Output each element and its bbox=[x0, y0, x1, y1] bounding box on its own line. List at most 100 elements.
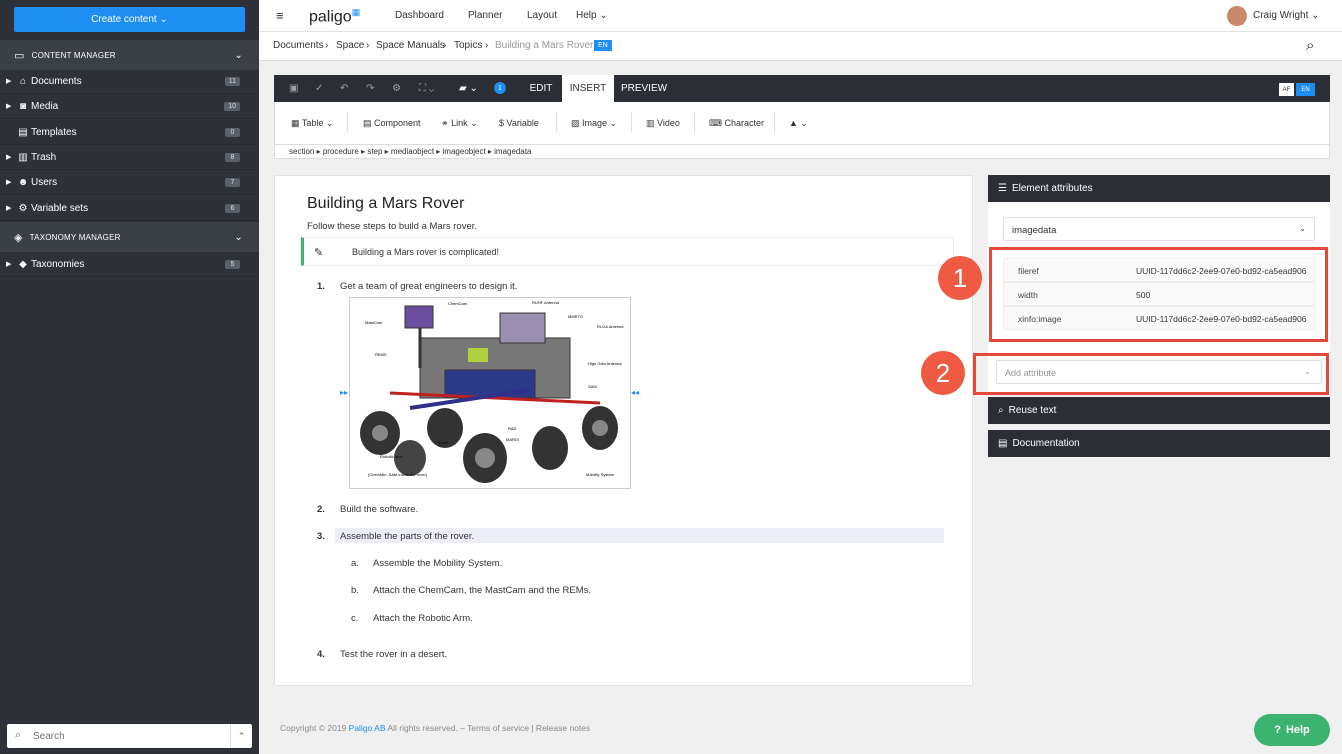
undo-icon[interactable]: ↶ bbox=[340, 83, 349, 94]
nav-help[interactable]: Help ⌄ bbox=[576, 10, 608, 21]
divider bbox=[556, 112, 557, 132]
footer-company-link[interactable]: Paligo AB bbox=[348, 723, 386, 733]
save-icon[interactable]: ▣ bbox=[289, 83, 299, 94]
warning-dropdown-button[interactable]: ▲ ⌄ bbox=[789, 118, 808, 128]
caret-right-icon: ▶ bbox=[6, 261, 12, 268]
document-title[interactable]: Building a Mars Rover bbox=[307, 195, 465, 212]
element-attributes-header[interactable]: ☰Element attributes bbox=[988, 175, 1330, 202]
path-item[interactable]: section bbox=[289, 147, 315, 156]
step-text[interactable]: Assemble the parts of the rover. bbox=[340, 531, 475, 542]
sidebar-item-label: Taxonomies bbox=[31, 258, 85, 270]
path-item[interactable]: imagedata bbox=[494, 147, 532, 156]
nav-layout[interactable]: Layout bbox=[527, 10, 558, 21]
sidebar-item-label: Users bbox=[31, 176, 58, 188]
step-text[interactable]: Build the software. bbox=[340, 504, 419, 515]
user-menu[interactable]: Craig Wright ⌄ bbox=[1253, 10, 1320, 21]
redo-icon[interactable]: ↷ bbox=[366, 83, 375, 94]
insert-component-label: Component bbox=[374, 118, 421, 128]
content-manager-header[interactable]: ▭ CONTENT MANAGER ⌄ bbox=[0, 40, 259, 70]
path-item[interactable]: mediaobject bbox=[390, 147, 435, 156]
breadcrumb-topics[interactable]: Topics bbox=[454, 40, 483, 51]
nav-dashboard[interactable]: Dashboard bbox=[395, 10, 444, 21]
film-icon: ▥ bbox=[646, 118, 655, 128]
count-badge: 11 bbox=[224, 76, 240, 86]
breadcrumb-space-manuals[interactable]: Space Manuals bbox=[376, 40, 445, 51]
element-select[interactable]: imagedata ⌄ bbox=[1003, 217, 1315, 241]
insert-character-button[interactable]: ⌨ Character bbox=[709, 118, 764, 129]
note-box[interactable]: ✎ Building a Mars rover is complicated! bbox=[301, 237, 954, 266]
avatar[interactable] bbox=[1227, 6, 1247, 26]
dollar-icon: $ bbox=[499, 118, 505, 128]
insert-component-button[interactable]: ▤ Component bbox=[363, 118, 421, 129]
comments-icon[interactable]: ▰ ⌄ bbox=[459, 83, 478, 94]
add-attribute-select[interactable]: Add attribute ⌄ bbox=[996, 360, 1322, 384]
footer-links[interactable]: All rights reserved. – Terms of service … bbox=[387, 723, 591, 733]
tab-edit[interactable]: EDIT bbox=[529, 83, 553, 94]
hamburger-menu-icon[interactable]: ≡ bbox=[276, 8, 284, 23]
reuse-text-header[interactable]: ⌕Reuse text bbox=[988, 397, 1330, 424]
insert-video-button[interactable]: ▥ Video bbox=[646, 118, 680, 129]
footer-copyright: Copyright © 2019 bbox=[280, 723, 347, 733]
path-item[interactable]: step bbox=[367, 147, 383, 156]
chevron-up-icon[interactable]: ⌃ bbox=[230, 724, 252, 748]
language-en-button[interactable]: EN bbox=[1296, 83, 1315, 96]
taxonomy-manager-header[interactable]: ◈ TAXONOMY MANAGER ⌄ bbox=[0, 222, 259, 252]
help-button[interactable]: ?Help bbox=[1254, 714, 1330, 746]
substep-letter: c. bbox=[351, 613, 359, 624]
book-icon: ▤ bbox=[998, 438, 1008, 449]
media-start-marker-icon: ▸▸ bbox=[340, 388, 349, 397]
document-editor[interactable]: Building a Mars Rover Follow these steps… bbox=[274, 175, 973, 686]
insert-table-button[interactable]: ▦ Table ⌄ bbox=[291, 118, 334, 128]
search-input[interactable] bbox=[33, 730, 223, 742]
annotation-box-1 bbox=[989, 247, 1328, 342]
figure-label: Robotic Arm bbox=[380, 454, 402, 459]
paligo-logo[interactable]: paligo▦ bbox=[309, 7, 360, 26]
rover-image[interactable]: ChemCam MastCam REMS RUHF Antenna MMRTG … bbox=[349, 297, 631, 489]
tab-insert[interactable]: INSERT bbox=[562, 75, 614, 102]
insert-link-button[interactable]: ⚭ Link ⌄ bbox=[441, 118, 478, 128]
fullscreen-icon[interactable]: ⛶ ⌄ bbox=[419, 83, 435, 94]
step-text[interactable]: Get a team of great engineers to design … bbox=[340, 281, 518, 292]
trash-icon: ▥ bbox=[18, 151, 28, 163]
book-icon: ▤ bbox=[18, 126, 28, 138]
settings-icon[interactable]: ⚙ bbox=[392, 83, 401, 94]
step-text[interactable]: Test the rover in a desert. bbox=[340, 649, 448, 660]
create-content-button[interactable]: Create content ⌄ bbox=[14, 7, 245, 32]
document-icon: ▤ bbox=[363, 118, 372, 128]
documentation-header[interactable]: ▤Documentation bbox=[988, 430, 1330, 457]
attribute-value[interactable]: UUID-117dd6c2-2ee9-07e0-bd92-ca5ead906 bbox=[1136, 266, 1307, 276]
count-badge: 10 bbox=[224, 101, 240, 111]
tab-preview[interactable]: PREVIEW bbox=[620, 83, 668, 94]
substep-text[interactable]: Attach the Robotic Arm. bbox=[373, 613, 473, 624]
logo-grid-icon: ▦ bbox=[351, 7, 361, 17]
path-item[interactable]: procedure bbox=[322, 147, 359, 156]
check-icon[interactable]: ✓ bbox=[315, 83, 324, 94]
breadcrumb-separator: › bbox=[485, 40, 489, 51]
breadcrumb-space[interactable]: Space bbox=[336, 40, 365, 51]
language-af-button[interactable]: AF bbox=[1279, 83, 1294, 96]
substep-text[interactable]: Assemble the Mobility System. bbox=[373, 558, 503, 569]
keyboard-icon: ⌨ bbox=[709, 118, 722, 128]
nav-planner[interactable]: Planner bbox=[468, 10, 503, 21]
insert-image-button[interactable]: ▨ Image ⌄ bbox=[571, 118, 618, 128]
help-label: Help bbox=[1285, 724, 1310, 736]
cogs-icon: ⚙ bbox=[18, 202, 28, 214]
attribute-value[interactable]: 500 bbox=[1136, 290, 1151, 300]
document-intro[interactable]: Follow these steps to build a Mars rover… bbox=[307, 221, 478, 232]
insert-variable-button[interactable]: $ Variable bbox=[499, 118, 539, 128]
search-icon[interactable]: ⌕ bbox=[1306, 37, 1315, 54]
breadcrumb-documents[interactable]: Documents bbox=[273, 40, 324, 51]
attribute-value[interactable]: UUID-117dd6c2-2ee9-07e0-bd92-ca5ead906 bbox=[1136, 314, 1307, 324]
substep-text[interactable]: Attach the ChemCam, the MastCam and the … bbox=[373, 585, 592, 596]
path-item[interactable]: imageobject bbox=[442, 147, 486, 156]
